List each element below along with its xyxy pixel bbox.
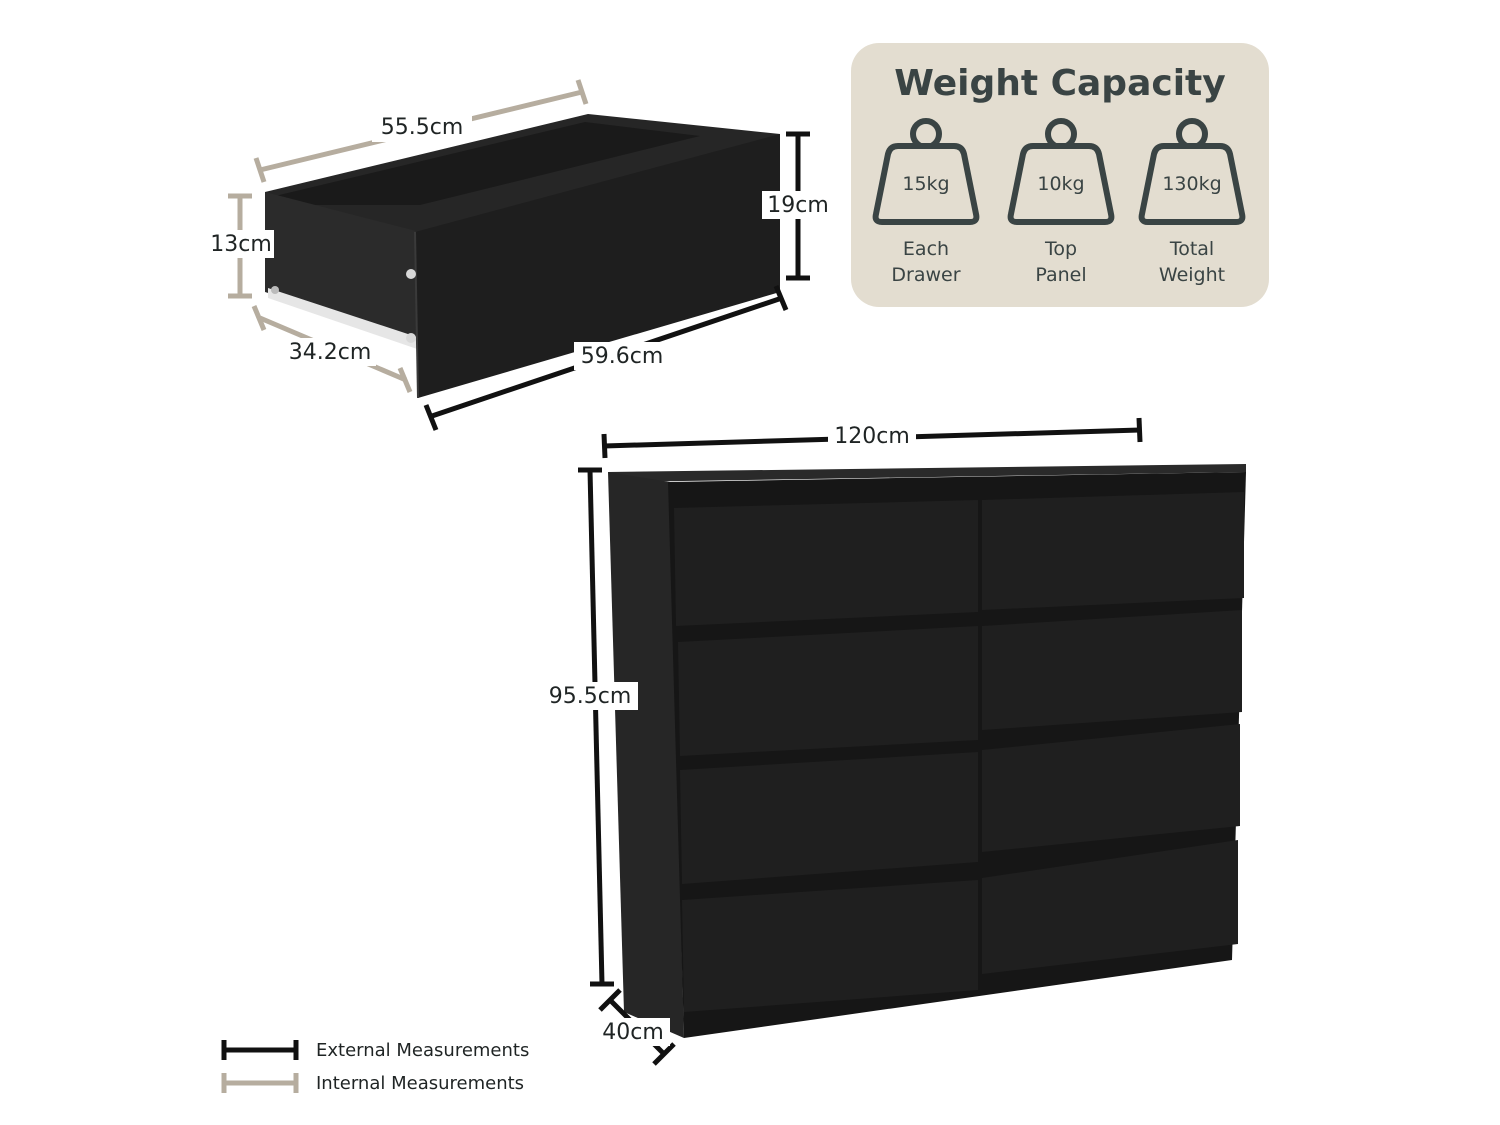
weight-value-top-panel: 10kg bbox=[1037, 173, 1084, 195]
weight-item-top-panel: 10kg Top Panel bbox=[1007, 118, 1115, 286]
weight-value-each-drawer: 15kg bbox=[902, 173, 949, 195]
weight-capacity-title: Weight Capacity bbox=[894, 63, 1225, 104]
drawer-front-width-label: 59.6cm bbox=[581, 344, 664, 369]
drawer-dimensions: 55.5cm 13cm 34.2cm 19cm 59.6cm bbox=[208, 79, 834, 431]
weight-item-total-weight: 130kg Total Weight bbox=[1138, 118, 1246, 286]
weight-caption-top-panel-line2: Panel bbox=[1035, 264, 1086, 286]
chest-dimensions: 120cm 95.5cm 40cm bbox=[544, 417, 1143, 1066]
drawer-front-r2-left bbox=[678, 626, 978, 756]
chest-of-drawers-illustration bbox=[608, 464, 1246, 1038]
drawer-front-r4-right bbox=[982, 840, 1238, 974]
legend-external-swatch bbox=[221, 1040, 299, 1060]
drawer-front-r1-right bbox=[982, 492, 1244, 610]
drawer-front-r2-right bbox=[982, 610, 1242, 730]
legend: External Measurements Internal Measureme… bbox=[221, 1040, 529, 1094]
legend-internal-label: Internal Measurements bbox=[316, 1073, 524, 1094]
chest-width-label: 120cm bbox=[834, 424, 910, 449]
drawer-front-r3-left bbox=[680, 752, 978, 884]
drawer-internal-depth-label: 34.2cm bbox=[289, 340, 372, 365]
legend-internal-swatch bbox=[221, 1073, 299, 1093]
chest-depth-label: 40cm bbox=[602, 1020, 664, 1045]
weight-icon bbox=[1007, 118, 1115, 225]
drawer-front-r4-left bbox=[682, 880, 978, 1012]
weight-capacity-panel: Weight Capacity 15kg Each Drawer 10kg To… bbox=[851, 43, 1269, 307]
chest-height-label: 95.5cm bbox=[549, 684, 632, 709]
drawer-front-height-label: 19cm bbox=[767, 193, 829, 218]
weight-icon bbox=[1138, 118, 1246, 225]
weight-caption-each-drawer-line2: Drawer bbox=[891, 264, 960, 286]
weight-icon bbox=[872, 118, 980, 225]
drawer-front-r1-left bbox=[674, 500, 978, 626]
drawer-illustration bbox=[265, 114, 780, 399]
weight-caption-top-panel-line1: Top bbox=[1044, 238, 1077, 260]
weight-caption-each-drawer-line1: Each bbox=[903, 238, 949, 260]
legend-external-label: External Measurements bbox=[316, 1040, 529, 1061]
drawer-internal-height-label: 13cm bbox=[210, 232, 272, 257]
weight-caption-total-weight-line1: Total bbox=[1169, 238, 1214, 260]
weight-value-total-weight: 130kg bbox=[1162, 173, 1221, 195]
drawer-front-r3-right bbox=[982, 724, 1240, 852]
weight-item-each-drawer: 15kg Each Drawer bbox=[872, 118, 980, 286]
weight-caption-total-weight-line2: Weight bbox=[1159, 264, 1225, 286]
drawer-internal-width-label: 55.5cm bbox=[381, 115, 464, 140]
